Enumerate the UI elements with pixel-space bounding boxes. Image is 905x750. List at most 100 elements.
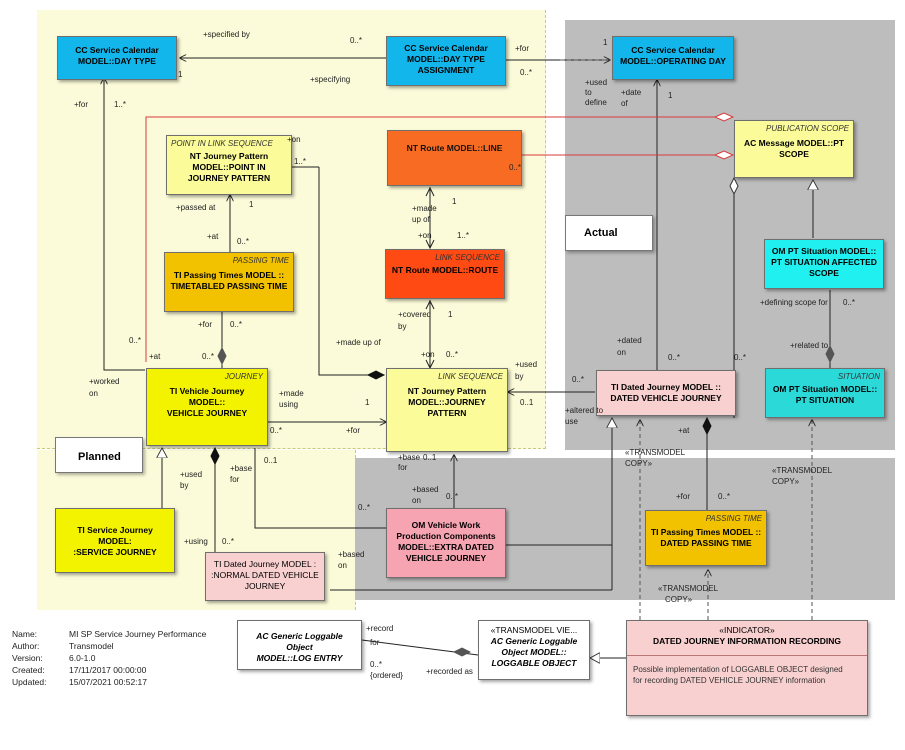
association-label: 0..* xyxy=(230,320,243,329)
association-label: define xyxy=(585,98,607,107)
association-label: +specifying xyxy=(310,75,351,84)
association-label: +defining scope for xyxy=(760,298,828,307)
association-label: by xyxy=(515,372,524,381)
association-label: 1 xyxy=(603,38,608,47)
association-label: +at xyxy=(207,232,219,241)
association-label: +passed at xyxy=(176,203,216,212)
association-label: on xyxy=(89,389,98,398)
association-label: 1..* xyxy=(294,157,307,166)
association-label: +made up of xyxy=(336,338,381,347)
association-label: COPY» xyxy=(665,595,693,604)
association-label: by xyxy=(398,322,407,331)
association-label: +on xyxy=(418,231,432,240)
association-label: on xyxy=(412,496,421,505)
association-label: +base xyxy=(398,453,421,462)
nt-route-route-box[interactable]: LINK SEQUENCE NT Route MODEL::ROUTE xyxy=(385,249,505,299)
association-label: 0..* xyxy=(222,537,235,546)
meta-created-row: Created:17/11/2017 00:00:00 xyxy=(12,665,147,675)
timetabled-passing-time-box[interactable]: PASSING TIME TI Passing Times MODEL ::TI… xyxy=(164,252,294,312)
dated-vehicle-journey-box[interactable]: TI Dated Journey MODEL ::DATED VEHICLE J… xyxy=(596,370,736,416)
association-label: 0..1 xyxy=(423,453,437,462)
association-label: using xyxy=(279,400,299,409)
situation-affected-scope-box[interactable]: OM PT Situation MODEL::PT SITUATION AFFE… xyxy=(764,239,884,289)
association-label: +for xyxy=(74,100,89,109)
association-label: 1..* xyxy=(114,100,127,109)
association-label: COPY» xyxy=(772,477,800,486)
association-label: 0..* xyxy=(446,492,459,501)
diagram-metadata: Name:MI SP Service Journey Performance A… xyxy=(12,628,206,688)
association-label: 0..* xyxy=(370,660,383,669)
association-label: «TRANSMODEL xyxy=(658,584,719,593)
association-label: +based xyxy=(412,485,439,494)
association-label: +at xyxy=(149,352,161,361)
association-label: on xyxy=(617,348,626,357)
actual-note: Actual xyxy=(565,215,653,251)
association-label: 1 xyxy=(452,197,457,206)
association-label: +using xyxy=(184,537,208,546)
association-label: +on xyxy=(287,135,301,144)
planned-note-text: Planned xyxy=(78,451,121,463)
planned-note: Planned xyxy=(55,437,143,473)
association-label: for xyxy=(370,638,380,647)
vehicle-journey-box[interactable]: JOURNEY TI Vehicle Journey MODEL::VEHICL… xyxy=(146,368,268,446)
association-label: 1 xyxy=(178,70,183,79)
association-label: 0..* xyxy=(668,353,681,362)
association-label: on xyxy=(338,561,347,570)
association-label: +dated xyxy=(617,336,642,345)
association-label: «TRANSMODEL xyxy=(625,448,686,457)
association-label: «TRANSMODEL xyxy=(772,466,833,475)
pt-situation-box[interactable]: SITUATION OM PT Situation MODEL::PT SITU… xyxy=(765,368,885,418)
association-label: 0..* xyxy=(509,163,522,172)
association-label: 0..* xyxy=(446,350,459,359)
association-label: 0..* xyxy=(129,336,142,345)
association-label: of xyxy=(621,99,628,108)
association-label: up of xyxy=(412,215,430,224)
association-label: 1 xyxy=(249,200,254,209)
association-label: +used xyxy=(180,470,203,479)
association-label: COPY» xyxy=(625,459,653,468)
association-label: 1 xyxy=(448,310,453,319)
meta-version-row: Version:6.0-1.0 xyxy=(12,653,96,663)
normal-dated-vehicle-journey-box[interactable]: TI Dated Journey MODEL ::NORMAL DATED VE… xyxy=(205,552,325,601)
nt-route-line-box[interactable]: NT Route MODEL::LINE xyxy=(387,130,522,186)
association-label: +for xyxy=(515,44,530,53)
association-label: 1..* xyxy=(457,231,470,240)
point-in-journey-pattern-box[interactable]: POINT IN LINK SEQUENCE NT Journey Patter… xyxy=(166,135,292,195)
association-label: +base xyxy=(230,464,253,473)
association-label: for xyxy=(230,475,240,484)
association-label: 0..* xyxy=(718,492,731,501)
association-label: +based xyxy=(338,550,365,559)
meta-updated-row: Updated:15/07/2021 00:52:17 xyxy=(12,677,147,687)
association-label: 0..* xyxy=(350,36,363,45)
dated-passing-time-box[interactable]: PASSING TIME TI Passing Times MODEL ::DA… xyxy=(645,510,767,566)
association-label: 1 xyxy=(668,91,673,100)
association-label: 0..* xyxy=(270,426,283,435)
service-journey-box[interactable]: TI Service Journey MODEL::SERVICE JOURNE… xyxy=(55,508,175,573)
indicator-box[interactable]: «INDICATOR»DATED JOURNEY INFORMATION REC… xyxy=(626,620,868,716)
association-label: +at xyxy=(678,426,690,435)
actual-note-text: Actual xyxy=(584,227,618,239)
association-label: 0..* xyxy=(572,375,585,384)
association-label: by xyxy=(180,481,189,490)
association-label: +made xyxy=(279,389,304,398)
meta-author-row: Author:Transmodel xyxy=(12,641,114,651)
association-label: +recorded as xyxy=(426,667,473,676)
association-label: +used xyxy=(515,360,538,369)
association-label: for xyxy=(398,463,408,472)
association-label: 0..1 xyxy=(520,398,534,407)
association-label: +worked xyxy=(89,377,120,386)
association-label: +used xyxy=(585,78,608,87)
association-label: +for xyxy=(346,426,361,435)
association-label: 1 xyxy=(365,398,370,407)
association-label: 0..* xyxy=(237,237,250,246)
association-label: 0..1 xyxy=(264,456,278,465)
